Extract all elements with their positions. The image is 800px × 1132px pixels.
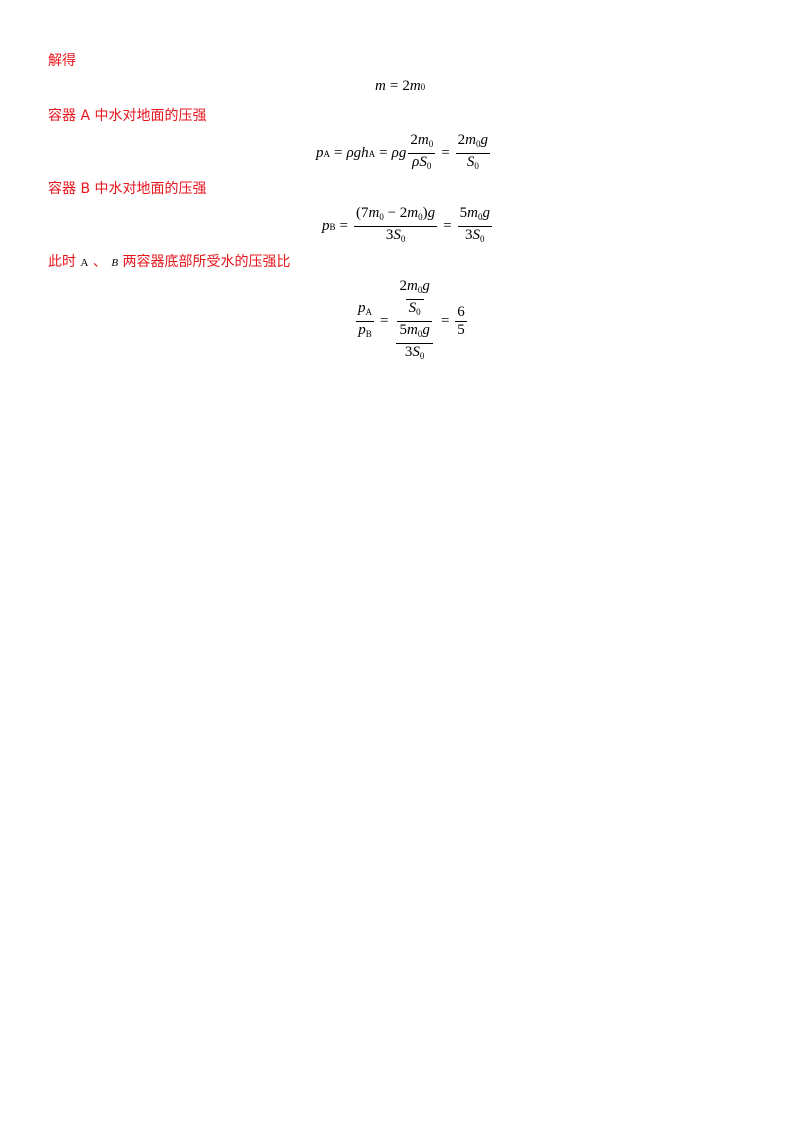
ratio-separator: 、 (92, 254, 107, 270)
container-a-label: 容器 A 中水对地面的压强 (48, 108, 207, 124)
ratio-suffix: 两容器底部所受水的压强比 (122, 254, 291, 270)
ratio-symbol-a: A (80, 257, 89, 269)
ratio-label: 此时 A 、 B 两容器底部所受水的压强比 (48, 253, 291, 272)
ratio-symbol-b: B (111, 257, 119, 269)
equation-pressure-ratio: pA pB = 2m0g S0 5m0g 3S0 = 6 5 (356, 278, 467, 361)
container-b-label: 容器 B 中水对地面的压强 (48, 181, 207, 197)
solve-label: 解得 (48, 53, 76, 69)
ratio-prefix: 此时 (48, 254, 76, 270)
